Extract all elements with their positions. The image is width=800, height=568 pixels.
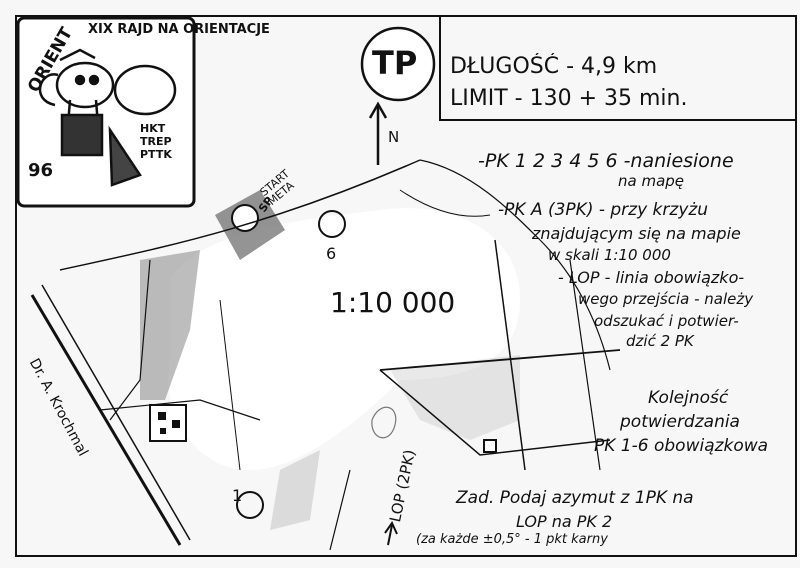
length-value: 4,9 km: [581, 54, 658, 79]
task-line2: LOP na PK 2: [516, 512, 613, 531]
map-blank-area: [168, 208, 520, 470]
note-pk-line2: na mapę: [618, 172, 685, 190]
note-pka-line1: -PK A (3PK) - przy krzyżu: [498, 200, 709, 220]
main-road: [30, 294, 182, 546]
logo-box: [16, 16, 196, 208]
note-order-line1: Kolejność: [648, 388, 729, 408]
note-lop-line1: - LOP - linia obowiązko-: [558, 268, 745, 287]
terrain-shading: [140, 250, 520, 530]
control-circle-6: [318, 210, 346, 238]
limit-row: LIMIT - 130 + 35 min.: [450, 86, 688, 111]
category-circle: [360, 26, 436, 102]
note-lop-line3: odszukać i potwier-: [594, 312, 739, 330]
start-area: [215, 190, 285, 260]
note-pka-line3: w skali 1:10 000: [548, 246, 671, 264]
start-circle: [231, 204, 259, 232]
control-circle-1: [236, 491, 264, 519]
length-label: DŁUGOŚĆ: [450, 54, 560, 79]
note-order-line2: potwierdzania: [620, 412, 740, 432]
note-lop-line4: dzić 2 PK: [626, 332, 694, 350]
limit-label: LIMIT: [450, 86, 508, 111]
north-label: N: [388, 128, 400, 146]
note-pka-line2: znajdującym się na mapie: [532, 224, 741, 243]
task-line1: Zad. Podaj azymut z 1PK na: [456, 488, 694, 508]
note-order-line3: PK 1-6 obowiązkowa: [594, 436, 769, 456]
logo-event: XIX RAJD NA ORIENTACJE: [88, 22, 270, 37]
control-number-1: 1: [232, 486, 243, 505]
note-pk-line1: -PK 1 2 3 4 5 6 -naniesione: [478, 150, 734, 172]
north-arrow-icon: [368, 101, 388, 165]
pencil-mark: [371, 406, 397, 439]
header-box: [439, 16, 796, 121]
length-row: DŁUGOŚĆ - 4,9 km: [450, 54, 658, 79]
sheet-frame: [15, 15, 797, 557]
logo-year: 96: [28, 160, 54, 181]
map-lines: [30, 159, 621, 551]
task-line3: (za każde ±0,5° - 1 pkt karny: [416, 532, 608, 547]
mascot-drawing: [38, 48, 177, 187]
note-lop-line2: wego przejścia - należy: [578, 290, 754, 308]
map-scale: 1:10 000: [330, 286, 456, 319]
category-label: TP: [372, 44, 418, 82]
buildings: [149, 404, 497, 453]
lop-arrow-icon: [384, 520, 398, 546]
control-number-6: 6: [326, 244, 337, 263]
limit-value: 130 + 35 min.: [529, 86, 688, 111]
